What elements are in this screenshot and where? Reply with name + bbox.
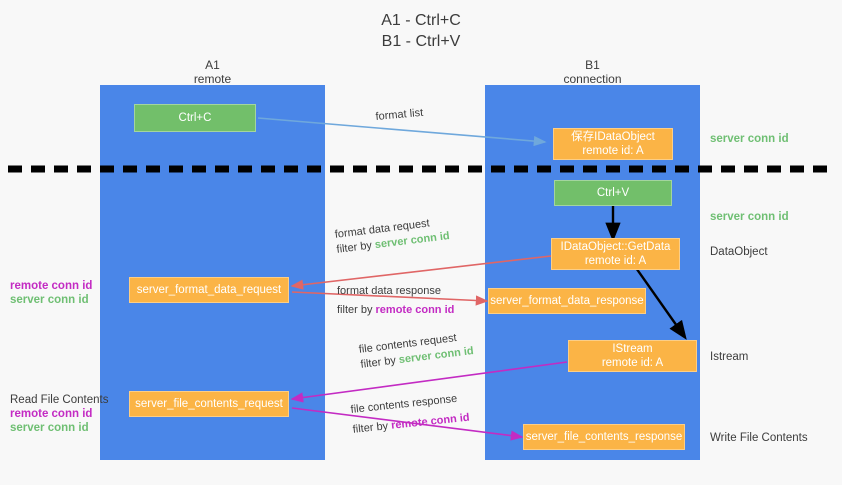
box-save-idataobject-line2: remote id: A [582,145,644,157]
lane-a1-subtitle: remote [193,72,232,86]
annotation-format-data-response-highlight: remote conn id [375,304,455,316]
right-label-istream: Istream [710,350,748,364]
box-istream-line2: remote id: A [601,357,664,369]
annotation-format-data-request: format data request filter by server con… [334,214,451,258]
annotation-file-contents-request: file contents request filter by server c… [358,329,475,373]
annotation-format-data-response-line1: format data response [337,285,441,297]
left-label-group-1-server: server conn id [10,294,89,306]
box-idataobject-getdata-line2: remote id: A [584,255,647,267]
box-server-file-contents-request[interactable]: server_file_contents_request [129,391,289,417]
annotation-file-contents-response: file contents response filter by remote … [350,391,470,438]
box-server-format-data-response[interactable]: server_format_data_response [488,288,646,314]
box-istream-line1: IStream [612,343,653,355]
box-save-idataobject[interactable]: 保存IDataObject remote id: A [553,128,673,160]
annotation-file-contents-request-prefix: filter by [359,354,400,371]
annotation-format-data-response: format data response filter by remote co… [337,284,454,318]
box-server-file-contents-response-label: server_file_contents_response [525,431,683,443]
box-ctrl-v-label: Ctrl+V [596,187,630,199]
annotation-file-contents-response-prefix: filter by [352,419,392,436]
annotation-file-contents-response-highlight: remote conn id [390,411,471,432]
box-server-file-contents-request-label: server_file_contents_request [135,398,283,410]
annotation-format-data-response-line2: filter by remote conn id [337,303,454,318]
box-istream[interactable]: IStream remote id: A [568,340,697,372]
box-idataobject-getdata[interactable]: IDataObject::GetData remote id: A [551,238,680,270]
annotation-format-list-text: format list [375,106,424,123]
box-server-file-contents-response[interactable]: server_file_contents_response [523,424,685,450]
annotation-format-data-response-prefix: filter by [337,304,376,316]
box-ctrl-c-label: Ctrl+C [178,112,212,124]
left-label-group-2-server: server conn id [10,422,89,434]
diagram-title: A1 - Ctrl+C B1 - Ctrl+V [0,10,842,52]
box-ctrl-v[interactable]: Ctrl+V [554,180,672,206]
title-line-2: B1 - Ctrl+V [381,33,461,50]
lane-a1-name: A1 [205,58,220,72]
right-label-server-conn-id-2-text: server conn id [710,211,789,223]
box-server-format-data-request[interactable]: server_format_data_request [129,277,289,303]
left-label-read-file-contents: Read File Contents [10,394,109,406]
left-label-group-2-remote: remote conn id [10,408,93,420]
right-label-server-conn-id-1: server conn id [710,132,789,146]
annotation-format-data-request-prefix: filter by [335,239,376,256]
right-label-dataobject: DataObject [710,245,768,259]
right-label-dataobject-text: DataObject [710,246,768,258]
box-save-idataobject-line1: 保存IDataObject [571,131,655,143]
box-server-format-data-response-label: server_format_data_response [490,295,644,307]
right-label-server-conn-id-2: server conn id [710,210,789,224]
left-label-group-1-remote: remote conn id [10,280,93,292]
right-label-server-conn-id-1-text: server conn id [710,133,789,145]
lane-b1-name: B1 [585,58,600,72]
left-label-group-1: remote conn id server conn id [10,279,92,307]
right-label-istream-text: Istream [710,351,749,363]
right-label-write-file-contents-text: Write File Contents [710,432,808,444]
right-label-write-file-contents: Write File Contents [710,431,808,445]
lane-header-b1: B1 connection [485,58,700,86]
box-server-format-data-request-label: server_format_data_request [136,284,282,296]
title-line-1: A1 - Ctrl+C [381,12,461,29]
box-idataobject-getdata-line1: IDataObject::GetData [560,241,671,253]
lane-header-a1: A1 remote [100,58,325,86]
lane-b1-subtitle: connection [563,72,622,86]
box-ctrl-c[interactable]: Ctrl+C [134,104,256,132]
annotation-format-list: format list [375,106,424,125]
left-label-group-2: Read File Contents remote conn id server… [10,393,108,435]
